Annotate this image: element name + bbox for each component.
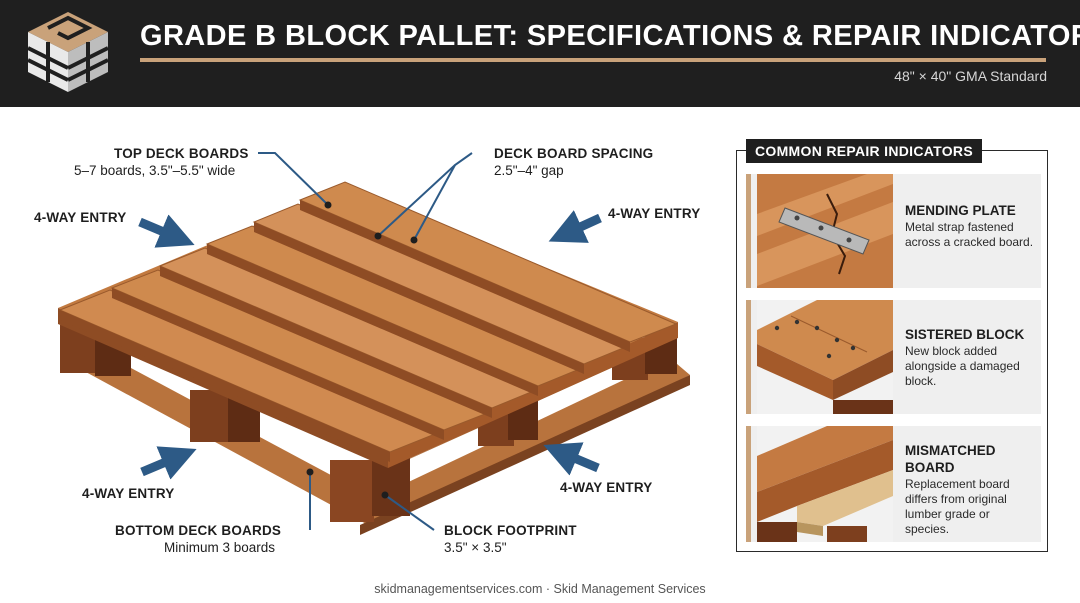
entry-label-bottom-left: 4-WAY ENTRY [82, 486, 175, 501]
pallet-logo-icon [27, 12, 109, 92]
sistered-block-heading: SISTERED BLOCK [905, 327, 1025, 342]
entry-label-bottom-right: 4-WAY ENTRY [560, 480, 653, 495]
top-deck-detail: 5–7 boards, 3.5"–5.5" wide [74, 163, 236, 178]
repair-card-sistered-block: SISTERED BLOCK New block added alongside… [746, 300, 1041, 414]
block-footprint-detail: 3.5" × 3.5" [444, 540, 507, 555]
mending-plate-text: Metal strap fastened across a cracked bo… [905, 220, 1034, 249]
pallet-diagram [58, 152, 690, 535]
block-footprint-label: BLOCK FOOTPRINT [444, 523, 577, 538]
sistered-block-image [757, 300, 893, 414]
mismatched-board-heading: MISMATCHED BOARD [905, 443, 996, 475]
spacing-label: DECK BOARD SPACING [494, 146, 654, 161]
mending-plate-image [757, 174, 893, 288]
repair-card-mismatched-board: MISMATCHED BOARD Replacement board diffe… [746, 426, 1041, 542]
title-underline [140, 58, 1046, 62]
mending-plate-heading: MENDING PLATE [905, 203, 1016, 218]
pallet-blocks [60, 325, 677, 522]
bottom-deck-label: BOTTOM DECK BOARDS [115, 523, 282, 538]
page-title: GRADE B BLOCK PALLET: SPECIFICATIONS & R… [140, 20, 1080, 52]
entry-arrows [138, 210, 602, 480]
top-deck-boards [58, 181, 678, 462]
top-deck-label: TOP DECK BOARDS [114, 146, 249, 161]
mismatched-board-image [757, 426, 893, 542]
repair-card-mending-plate: MENDING PLATE Metal strap fastened acros… [746, 174, 1041, 288]
footer-credit: skidmanagementservices.com · Skid Manage… [374, 582, 706, 596]
leader-dots [306, 201, 418, 499]
header-bar: GRADE B BLOCK PALLET: SPECIFICATIONS & R… [0, 0, 1080, 107]
spacing-detail: 2.5"–4" gap [494, 163, 564, 178]
mismatched-board-text: Replacement board differs from original … [905, 477, 1010, 536]
entry-label-top-left: 4-WAY ENTRY [34, 210, 127, 225]
repair-panel-title: COMMON REPAIR INDICATORS [746, 139, 982, 163]
sistered-block-text: New block added alongside a damaged bloc… [905, 344, 1020, 388]
leader-lines [258, 152, 473, 531]
bottom-deck-detail: Minimum 3 boards [164, 540, 276, 555]
entry-label-top-right: 4-WAY ENTRY [608, 206, 701, 221]
page-subtitle: 48" × 40" GMA Standard [894, 68, 1047, 84]
